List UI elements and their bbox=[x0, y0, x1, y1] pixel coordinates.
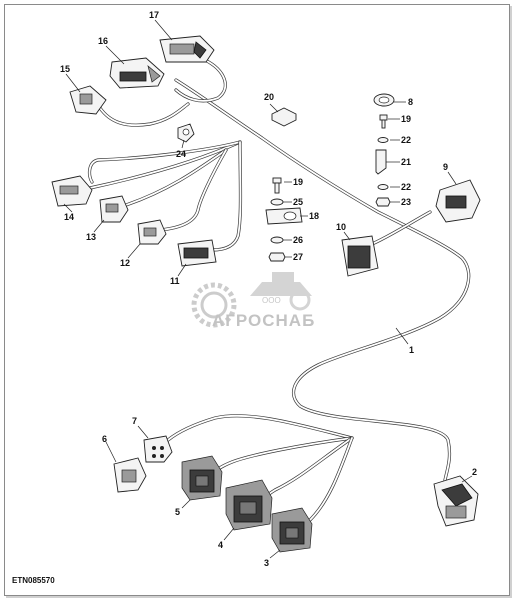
callout-9: 9 bbox=[443, 162, 448, 172]
callout-26-upper: 25 bbox=[293, 197, 303, 207]
callout-24: 19 bbox=[401, 114, 411, 124]
callout-22-lower: 22 bbox=[401, 182, 411, 192]
callout-13: 13 bbox=[86, 232, 96, 242]
clip-18[interactable] bbox=[265, 207, 303, 225]
bolt-24[interactable] bbox=[379, 114, 388, 129]
watermark-prefix: ООО bbox=[262, 296, 281, 305]
connector-5[interactable] bbox=[181, 455, 223, 501]
watermark-company-name: АГРОСНАБ bbox=[212, 311, 315, 330]
callout-12: 12 bbox=[120, 258, 130, 268]
callout-18: 18 bbox=[309, 211, 319, 221]
callout-15: 15 bbox=[60, 64, 70, 74]
washer-26-upper[interactable] bbox=[270, 198, 284, 206]
washer-22-upper[interactable] bbox=[377, 137, 389, 143]
diagram-frame bbox=[4, 4, 510, 596]
watermark-gear-logo bbox=[191, 272, 312, 328]
callout-19: 19 bbox=[293, 177, 303, 187]
callout-14: 14 bbox=[64, 212, 74, 222]
callout-labels: 17 16 15 20 8 19 22 21 22 23 9 24 19 25 … bbox=[60, 10, 477, 568]
figure-code: ETN085570 bbox=[12, 576, 55, 585]
callout-21: 21 bbox=[401, 157, 411, 167]
bolt-19[interactable] bbox=[272, 177, 282, 194]
leader-lines bbox=[63, 19, 473, 559]
connector-17[interactable] bbox=[159, 35, 215, 63]
connector-4[interactable] bbox=[225, 479, 273, 531]
washer-26-lower[interactable] bbox=[270, 236, 284, 244]
main-harness-trunk bbox=[174, 78, 471, 482]
connector-2[interactable] bbox=[433, 475, 479, 527]
callout-22-upper: 22 bbox=[401, 135, 411, 145]
callout-23: 23 bbox=[401, 197, 411, 207]
connector-3[interactable] bbox=[271, 507, 313, 553]
callout-5: 5 bbox=[175, 507, 180, 517]
callout-26-lower: 26 bbox=[293, 235, 303, 245]
callout-20: 20 bbox=[264, 92, 274, 102]
washer-22-lower[interactable] bbox=[377, 184, 389, 190]
grommet-20[interactable] bbox=[271, 107, 297, 127]
callout-3: 3 bbox=[264, 558, 269, 568]
callout-8: 8 bbox=[408, 97, 413, 107]
connector-10[interactable] bbox=[341, 235, 379, 277]
connector-12[interactable] bbox=[137, 219, 167, 245]
nut-23[interactable] bbox=[375, 197, 391, 207]
callout-6: 6 bbox=[102, 434, 107, 444]
callout-2: 2 bbox=[472, 467, 477, 477]
connector-13[interactable] bbox=[99, 195, 129, 223]
callout-17: 17 bbox=[149, 10, 159, 20]
watermark: ООО АГРОСНАБ bbox=[191, 272, 315, 330]
nut-27[interactable] bbox=[268, 252, 286, 262]
clamp-8[interactable] bbox=[373, 93, 395, 107]
callout-10: 10 bbox=[336, 222, 346, 232]
connector-14[interactable] bbox=[51, 175, 93, 207]
connector-11[interactable] bbox=[177, 239, 217, 267]
bracket-21[interactable] bbox=[375, 149, 387, 175]
callout-25: 24 bbox=[176, 149, 186, 159]
callout-16: 16 bbox=[98, 36, 108, 46]
callout-27: 27 bbox=[293, 252, 303, 262]
connector-15[interactable] bbox=[69, 85, 107, 115]
connector-7[interactable] bbox=[143, 435, 173, 463]
connector-9[interactable] bbox=[435, 179, 481, 223]
callout-7: 7 bbox=[132, 416, 137, 426]
connector-6[interactable] bbox=[113, 457, 147, 493]
callout-1: 1 bbox=[409, 345, 414, 355]
clip-25[interactable] bbox=[177, 123, 195, 143]
callout-4: 4 bbox=[218, 540, 223, 550]
callout-11: 11 bbox=[170, 276, 180, 286]
connector-16[interactable] bbox=[109, 57, 165, 89]
upper-branch-wires bbox=[87, 58, 432, 252]
